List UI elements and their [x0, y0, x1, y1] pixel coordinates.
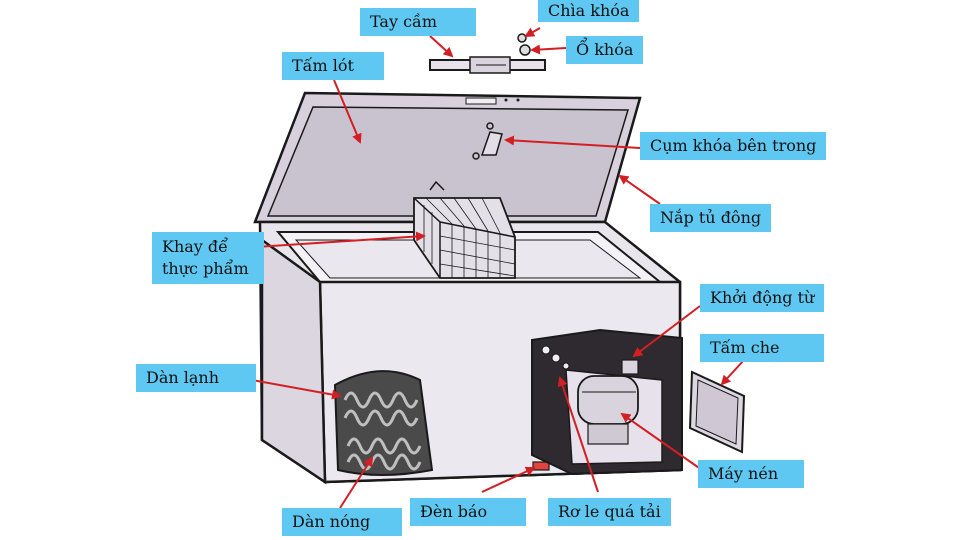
- arrow-ro-le: [557, 376, 599, 493]
- arrow-tam-lot: [333, 79, 362, 144]
- arrow-cum-khoa: [504, 135, 641, 149]
- pointer-arrows: [239, 27, 745, 509]
- label-tam-lot: Tấm lót: [282, 52, 384, 80]
- arrow-chia-khoa: [524, 27, 541, 37]
- arrow-o-khoa: [530, 44, 567, 55]
- handle-part: [429, 56, 546, 74]
- arrow-dan-lanh: [251, 379, 342, 400]
- label-tam-che: Tấm che: [700, 334, 824, 362]
- arrow-may-nen: [620, 412, 703, 471]
- label-nap-tu-dong: Nắp tủ đông: [650, 204, 772, 232]
- arrow-tam-che: [720, 359, 745, 386]
- label-khay-line1: Khay để: [162, 237, 229, 256]
- label-chia-khoa: Chìa khóa: [538, 0, 640, 22]
- cover-plate: [688, 370, 746, 454]
- food-basket: [413, 180, 516, 279]
- arrow-khoi-dong-tu: [632, 305, 701, 358]
- label-dan-nong: Dàn nóng: [282, 508, 402, 536]
- label-khay-thuc-pham: Khay để thực phẩm: [152, 232, 264, 284]
- label-dan-lanh: Dàn lạnh: [136, 364, 256, 392]
- arrow-tay-cam: [429, 35, 454, 58]
- coil-panel: [333, 370, 434, 476]
- arrow-khay: [239, 231, 426, 249]
- compressor-compartment: [531, 328, 683, 476]
- indicator-light: [532, 461, 550, 471]
- label-khoi-dong-tu: Khởi động từ: [700, 284, 825, 312]
- label-tay-cam: Tay cầm: [360, 8, 476, 36]
- label-o-khoa: Ổ khóa: [566, 36, 644, 64]
- label-ro-le: Rơ le quá tải: [548, 498, 671, 526]
- arrow-dan-nong: [339, 456, 374, 509]
- key-lock-part: [517, 33, 531, 56]
- arrow-den-bao: [481, 466, 536, 493]
- label-may-nen: Máy nén: [698, 460, 804, 488]
- arrow-nap-tu-dong: [618, 174, 661, 205]
- label-den-bao: Đèn báo: [410, 498, 526, 526]
- label-cum-khoa: Cụm khóa bên trong: [640, 132, 827, 160]
- label-khay-line2: thực phẩm: [162, 259, 249, 278]
